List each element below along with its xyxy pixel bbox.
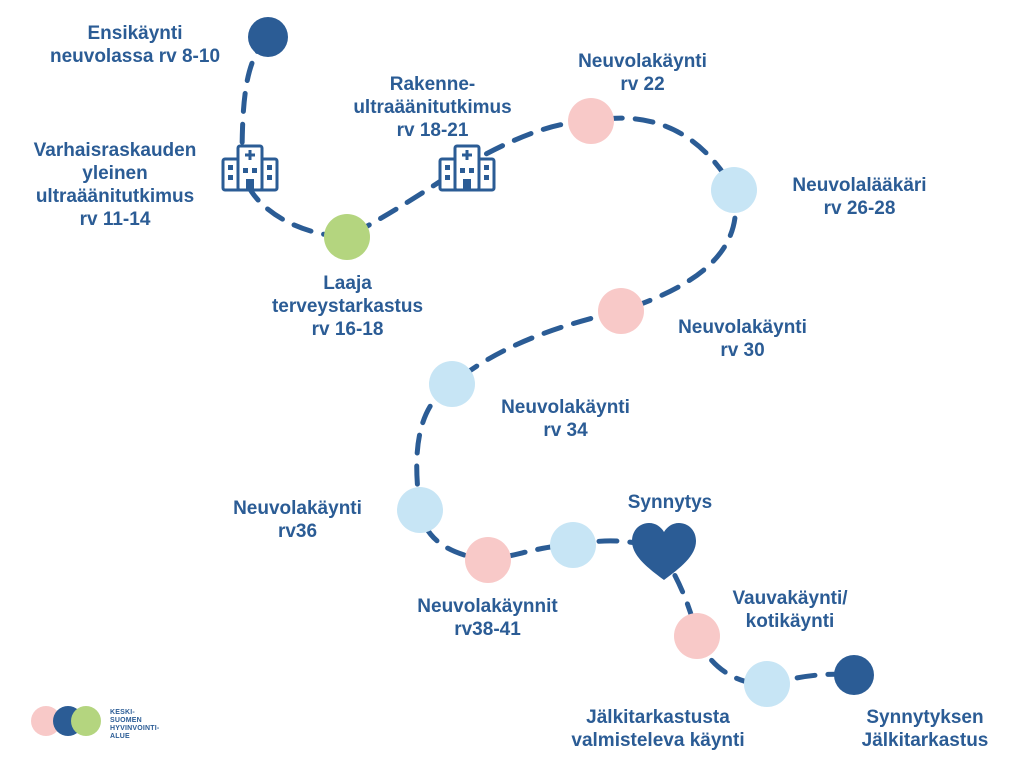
milestone-dot-m14 (834, 655, 874, 695)
hospital-icon (221, 144, 279, 192)
milestone-dot-m7 (598, 288, 644, 334)
milestone-label-m11: Synnytys (627, 492, 713, 513)
milestone-dot-m3 (324, 214, 370, 260)
milestone-dot-m6 (711, 167, 757, 213)
milestone-label-m12: Vauvakäynti/kotikäynti (732, 588, 848, 632)
milestone-dot-m10 (465, 537, 511, 583)
milestone-dot-m8 (429, 361, 475, 407)
milestone-dot-m10b (550, 522, 596, 568)
milestone-dot-m9 (397, 487, 443, 533)
heart-icon (632, 523, 696, 580)
milestone-dot-m13 (744, 661, 790, 707)
milestone-dot-m5 (568, 98, 614, 144)
logo (31, 706, 101, 736)
milestone-dot-m12 (674, 613, 720, 659)
milestone-dot-m1 (248, 17, 288, 57)
